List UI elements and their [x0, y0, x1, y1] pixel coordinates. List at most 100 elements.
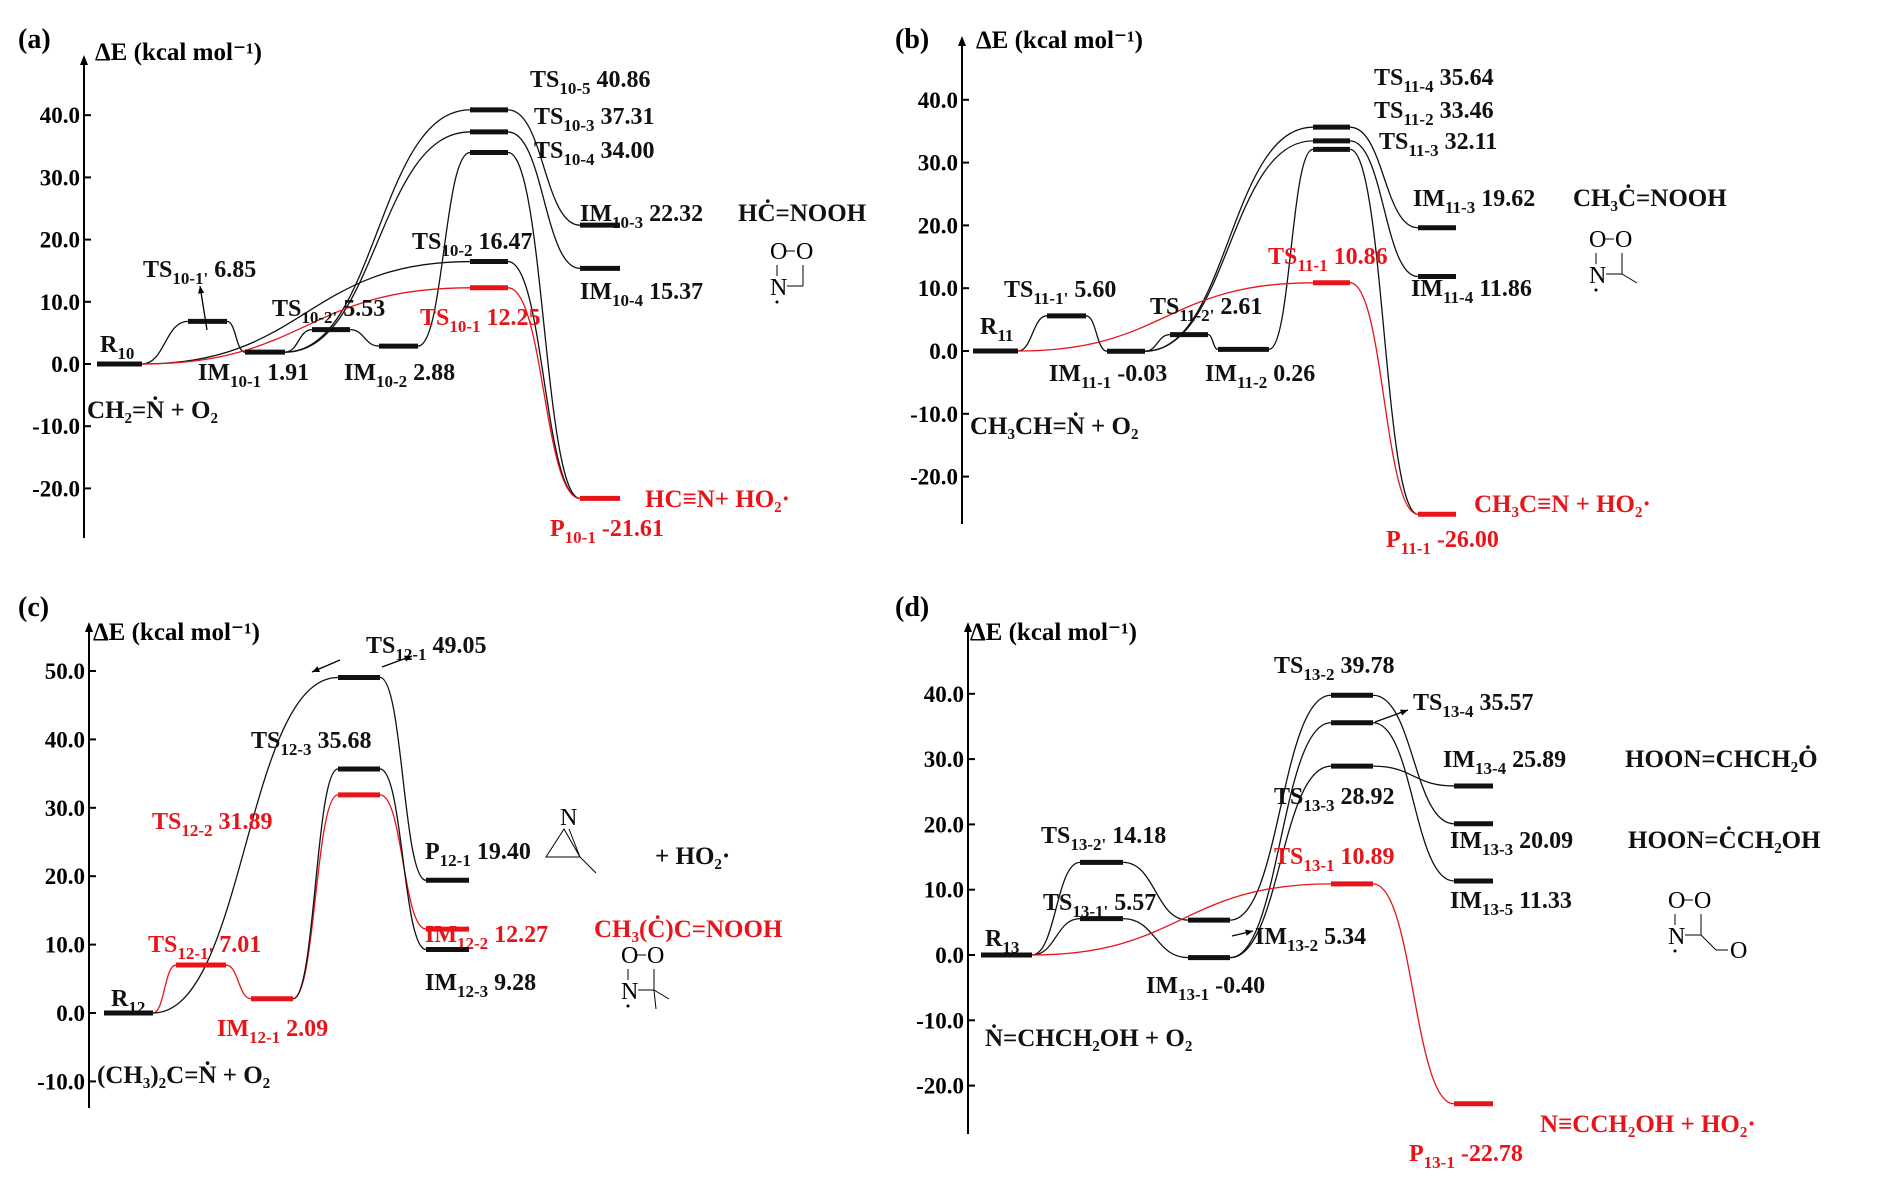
species-name: TS [1374, 65, 1403, 91]
species-name: R [985, 926, 1003, 952]
species-name: TS [1004, 277, 1033, 303]
energy-level-label: IM13-1-0.40 [1146, 973, 1265, 1004]
energy-level-label: TS10-5 40.86 [530, 67, 651, 98]
pathway-curve [507, 131, 581, 270]
species-subscript: 11-1 [1401, 539, 1431, 558]
species-subscript: 10-3 [612, 213, 643, 232]
panel-label: (a) [18, 24, 51, 55]
energy-value: 49.05 [433, 633, 487, 659]
pathway-curve [1372, 765, 1455, 787]
y-tick-label: -10.0 [37, 1069, 85, 1094]
pathway-curve [284, 131, 471, 353]
species-name: IM [217, 1016, 249, 1042]
pathway-curve [1268, 148, 1314, 351]
species-subscript: 11-2 [1403, 110, 1433, 129]
energy-panel-b: (b)ΔE (kcal mol⁻¹)-20.0-10.00.010.020.03… [895, 24, 1727, 558]
species-name: TS [420, 305, 449, 331]
pathway-curve [1031, 883, 1332, 956]
energy-value: 10.89 [1341, 844, 1395, 870]
pathway-curve [1349, 148, 1419, 515]
species-subscript: 10-5 [559, 79, 590, 98]
species-name: TS [1274, 784, 1303, 810]
energy-value: 12.27 [494, 922, 548, 948]
pathway-curve [507, 260, 581, 500]
energy-level-label: TS12-1'7.01 [148, 932, 261, 963]
species-subscript: 13-3 [1482, 840, 1513, 859]
pathway-curve [1144, 126, 1314, 352]
y-tick-label: 50.0 [45, 659, 85, 684]
energy-value: 33.46 [1440, 98, 1494, 124]
pathway-curve [1017, 315, 1048, 352]
pathway-curve [292, 768, 339, 1000]
pathway-curve [141, 260, 471, 365]
energy-value: 28.92 [1341, 784, 1395, 810]
y-tick-label: 20.0 [924, 812, 964, 837]
species-subscript: 13-2 [1303, 665, 1334, 684]
energy-level-label: IM11-1-0.03 [1049, 361, 1167, 392]
pathway-curve [349, 328, 380, 347]
energy-level-label: R12 [111, 986, 145, 1017]
energy-value: 2.09 [286, 1016, 328, 1042]
species-subscript: 12-1' [177, 944, 213, 963]
y-tick-label: 20.0 [918, 213, 958, 238]
energy-value: 35.68 [318, 728, 372, 754]
species-subscript: 12-2 [181, 821, 212, 840]
species-name: P [1386, 527, 1401, 553]
y-tick-label: -20.0 [916, 1074, 964, 1099]
pathway-curve [1031, 917, 1081, 956]
pathway-curve [152, 676, 339, 1014]
species-name: TS [530, 67, 559, 93]
pathway-curve [1207, 333, 1219, 351]
energy-level-label: TS11-1'5.60 [1004, 277, 1116, 308]
panel-label: (c) [18, 592, 49, 623]
species-name: IM [198, 360, 230, 386]
energy-value: 16.47 [479, 229, 533, 255]
species-subscript: 10-4 [612, 291, 644, 310]
species-name: TS [1268, 244, 1297, 270]
species-name: TS [251, 728, 280, 754]
species-subscript: 13-2' [1070, 835, 1106, 854]
species-name: IM [1411, 276, 1443, 302]
y-tick-label: 10.0 [45, 933, 85, 958]
energy-level-label: TS10-1'6.85 [143, 257, 256, 288]
species-subscript: 11-3 [1445, 198, 1475, 217]
species-subscript: 10-1 [565, 528, 596, 547]
species-subscript: 13 [1002, 938, 1019, 957]
species-subscript: 10-1 [230, 372, 261, 391]
atom-label: N [770, 275, 787, 301]
species-name: IM [1450, 828, 1482, 854]
y-tick-label: 0.0 [56, 1001, 85, 1026]
energy-value: 11.86 [1479, 276, 1532, 302]
pathway-curve [1144, 140, 1314, 352]
atom-label: O [1668, 888, 1685, 914]
pathway-curve [379, 768, 427, 951]
energy-value: 5.57 [1114, 890, 1156, 916]
energy-value: 40.86 [597, 67, 651, 93]
pathway-curve [1229, 765, 1332, 959]
energy-value: 19.40 [477, 839, 531, 865]
pathway-curve [292, 794, 339, 1000]
pathway-curve [507, 109, 581, 226]
energy-value: 6.85 [214, 257, 256, 283]
energy-value: 9.28 [494, 970, 536, 996]
y-tick-label: 20.0 [40, 228, 80, 253]
species-name: IM [1049, 361, 1081, 387]
species-name: IM [1443, 747, 1475, 773]
panel-label: (b) [895, 24, 929, 55]
y-axis-arrow-icon [85, 622, 93, 632]
y-tick-label: 40.0 [918, 88, 958, 113]
pathway-curve [417, 151, 471, 347]
y-tick-label: 0.0 [935, 943, 964, 968]
species-subscript: 10-3 [563, 116, 594, 135]
energy-value: 19.62 [1481, 186, 1535, 212]
